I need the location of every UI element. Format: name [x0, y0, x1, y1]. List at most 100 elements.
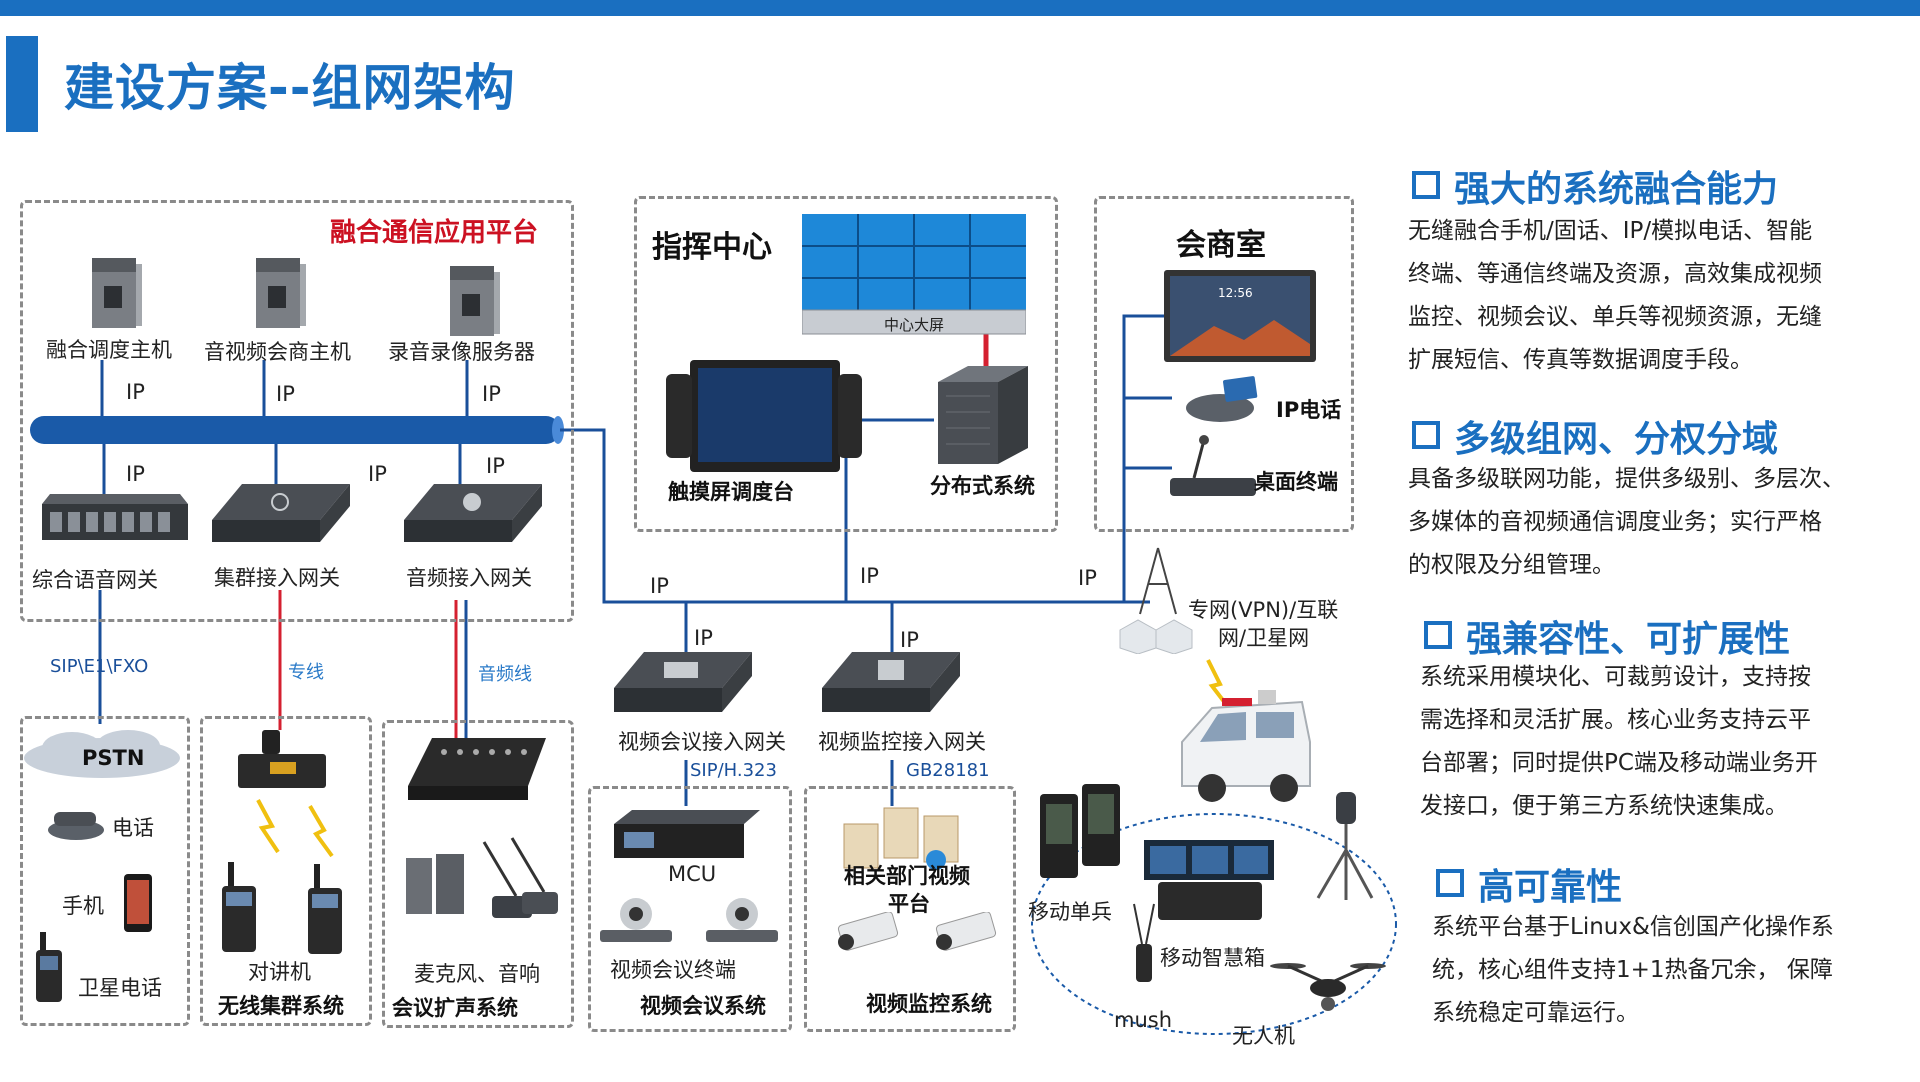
server-icon	[450, 266, 500, 336]
touch-console-icon	[666, 360, 862, 472]
feature-body: 具备多级联网功能，提供多级别、多层次、多媒体的音视频通信调度业务；实行严格的权限…	[1408, 466, 1845, 578]
audio-box	[382, 720, 574, 1028]
smart-box-label: 移动智慧箱	[1160, 946, 1265, 970]
ip-label: IP	[126, 462, 145, 486]
ip-label: IP	[126, 380, 145, 404]
ip-label: IP	[1078, 566, 1097, 590]
mesh-label: mush	[1114, 1008, 1173, 1032]
audio-system-title: 会议扩声系统	[392, 996, 518, 1020]
monitor-gateway-label: 视频监控接入网关	[818, 730, 986, 754]
drone-icon	[1270, 963, 1386, 1011]
video-conf-box	[588, 786, 792, 1032]
checkbox-square-icon	[1424, 621, 1452, 649]
feature-body: 系统平台基于Linux&信创国产化操作系统，核心组件支持1+1热备冗余， 保障系…	[1432, 914, 1834, 1026]
trunk-gateway-icon	[212, 484, 350, 542]
pstn-label: PSTN	[82, 746, 145, 770]
server-label: 音视频会商主机	[204, 340, 351, 364]
title-accent-block	[6, 36, 38, 132]
phone-icon	[48, 812, 104, 840]
conference-camera-icon	[600, 898, 672, 942]
mic-speaker-label: 麦克风、音响	[414, 962, 540, 986]
walkie-talkie-icon	[222, 862, 256, 952]
ptz-tripod-icon	[1316, 792, 1374, 900]
microphone-icon	[482, 837, 558, 918]
dept-platform-label-line2: 平台	[888, 892, 930, 916]
feature-title: 强兼容性、可扩展性	[1424, 610, 1790, 662]
server-label: 录音录像服务器	[388, 340, 535, 364]
mcu-label: MCU	[668, 862, 717, 886]
vc-terminal-label: 视频会议终端	[610, 958, 736, 982]
ip-phone-label: IP电话	[1276, 398, 1342, 422]
drone-label: 无人机	[1232, 1024, 1295, 1048]
network-label-line2: 网/卫星网	[1218, 626, 1310, 650]
feature-body: 系统采用模块化、可裁剪设计，支持按需选择和灵活扩展。核心业务支持云平台部署；同时…	[1420, 664, 1818, 819]
server-icon	[92, 258, 142, 328]
video-gateway-label: 视频会议接入网关	[618, 730, 786, 754]
mixer-icon	[408, 738, 546, 800]
server-label: 融合调度主机	[46, 338, 172, 362]
screen-label: 中心大屏	[883, 316, 944, 334]
walkie-talkie-icon	[308, 864, 342, 954]
video-conf-title: 视频会议系统	[640, 994, 766, 1018]
private-line-label: 专线	[288, 662, 324, 683]
gateway-label: 音频接入网关	[406, 566, 532, 590]
pstn-link-label: SIP\E1\FXO	[50, 656, 149, 677]
monitor-gateway-icon	[822, 652, 960, 712]
pstn-cloud-icon	[24, 730, 180, 778]
mcu-device-icon	[614, 810, 760, 858]
video-wall-icon	[802, 214, 1026, 335]
ip-bus	[30, 416, 560, 444]
checkbox-square-icon	[1436, 869, 1464, 897]
gateway-label: 综合语音网关	[32, 568, 158, 592]
mobile-area-ellipse	[1031, 813, 1397, 1035]
handheld-terminal-icon	[1040, 784, 1120, 878]
feature-title: 强大的系统融合能力	[1412, 160, 1778, 212]
audio-line-label: 音频线	[478, 664, 532, 685]
dept-platform-label-line1: 相关部门视频	[844, 864, 970, 888]
ip-label: IP	[694, 626, 713, 650]
screen-clock: 12:56	[1218, 286, 1253, 300]
feature-title: 多级组网、分权分域	[1412, 410, 1778, 462]
platform-title: 融合通信应用平台	[330, 218, 539, 248]
phone-label: 电话	[112, 816, 154, 840]
network-tower-icon	[1119, 547, 1193, 654]
network-label-line1: 专网(VPN)/互联	[1188, 598, 1339, 622]
speaker-icon	[406, 854, 464, 914]
platform-box	[20, 200, 574, 622]
trunk-system-title: 无线集群系统	[218, 994, 344, 1018]
page-title: 建设方案--组网架构	[64, 59, 516, 117]
mobile-label: 手机	[62, 894, 104, 918]
ip-label: IP	[368, 462, 387, 486]
touch-console-label: 触摸屏调度台	[668, 480, 794, 504]
meeting-room-title: 会商室	[1176, 228, 1266, 263]
checkbox-square-icon	[1412, 421, 1440, 449]
ip-label: IP	[482, 382, 501, 406]
mesh-antenna-icon	[1133, 903, 1155, 982]
platform-servers-icon	[843, 807, 959, 870]
ip-phone-icon	[1186, 376, 1258, 422]
distributed-system-label: 分布式系统	[930, 474, 1035, 498]
checkbox-square-icon	[1412, 171, 1440, 199]
desk-terminal-icon	[1170, 435, 1256, 496]
video-monitor-box	[804, 786, 1016, 1032]
desk-terminal-label: 桌面终端	[1254, 470, 1338, 494]
vehicle-icon	[1181, 690, 1311, 802]
cctv-camera-icon	[837, 912, 899, 951]
video-monitor-title: 视频监控系统	[866, 992, 992, 1016]
walkie-talkie-label: 对讲机	[248, 960, 311, 984]
trunk-box	[200, 716, 372, 1026]
meeting-room-box	[1094, 196, 1354, 532]
mcu-gateway-icon	[614, 652, 752, 712]
smart-box-icon	[1144, 840, 1274, 920]
smart-screen-icon	[1164, 270, 1316, 362]
ip-label: IP	[486, 454, 505, 478]
ip-label: IP	[276, 382, 295, 406]
satellite-phone-icon	[36, 932, 62, 1002]
pstn-box	[20, 716, 190, 1026]
gateway-rack-icon	[42, 494, 188, 540]
top-accent-bar	[0, 0, 1920, 16]
distributed-system-icon	[938, 366, 1028, 464]
conference-camera-icon	[706, 898, 778, 942]
feature-body: 无缝融合手机/固话、IP/模拟电话、智能终端、等通信终端及资源，高效集成视频监控…	[1408, 218, 1822, 373]
